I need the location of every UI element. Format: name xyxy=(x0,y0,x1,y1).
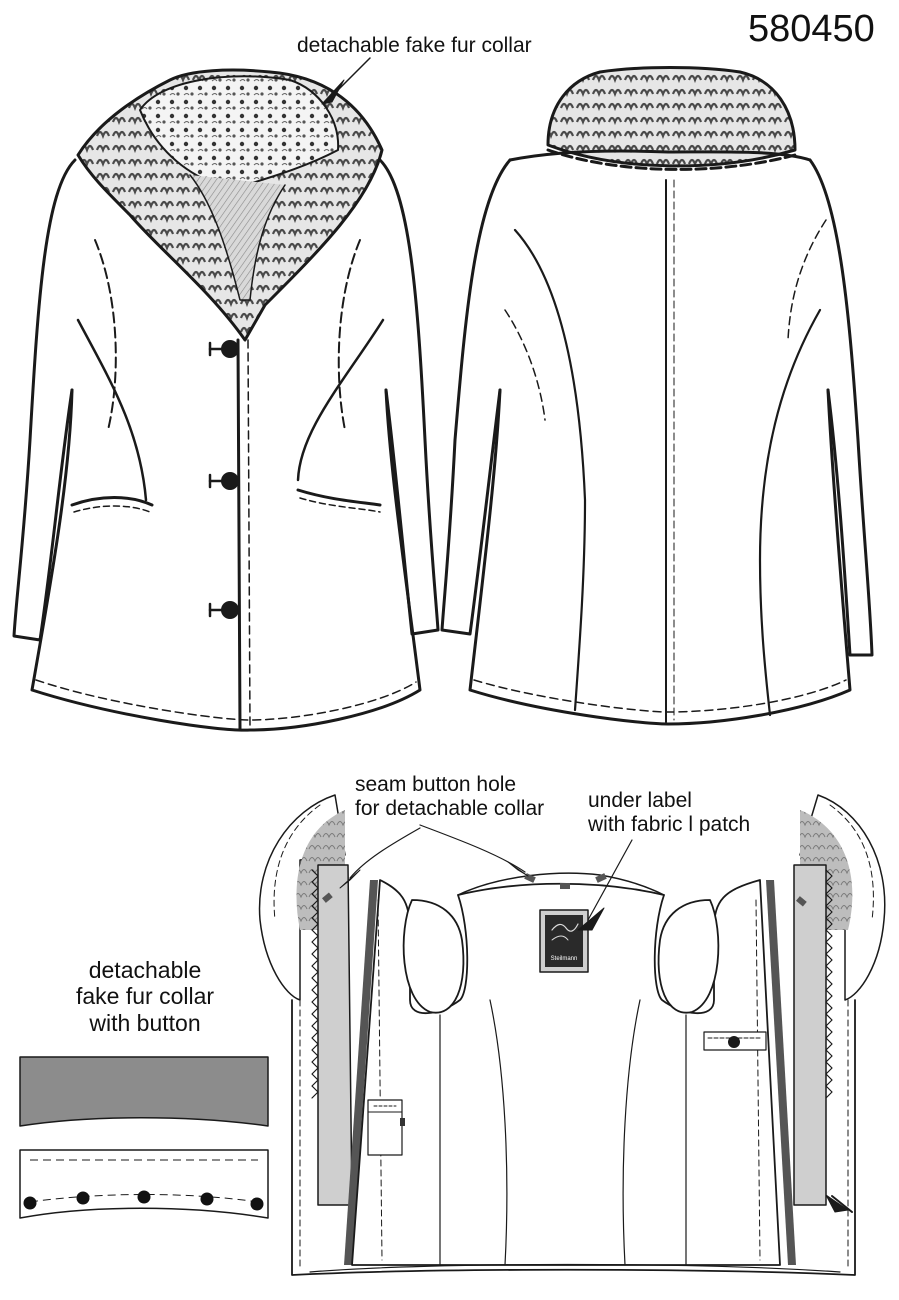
front-buttons xyxy=(208,340,239,619)
button-2 xyxy=(221,472,239,490)
article-number: 580450 xyxy=(748,8,875,50)
fur-collar-annotation: detachable fake fur collar xyxy=(297,34,532,57)
seam-hole-arrow-left xyxy=(339,869,361,889)
right-armhole xyxy=(657,899,720,1014)
seam-annotation-line-1: seam button hole xyxy=(355,773,517,796)
detachable-line-1: detachable xyxy=(88,957,202,983)
collar-pointer-arrow xyxy=(321,79,345,105)
inside-pocket-button xyxy=(728,1036,740,1048)
inside-outline xyxy=(291,999,856,1276)
button-3 xyxy=(221,601,239,619)
collar-button-3 xyxy=(137,1190,151,1204)
seam-hole-arrow-right xyxy=(507,861,529,877)
label-arrow xyxy=(577,907,605,931)
button-1 xyxy=(221,340,239,358)
under-label-annotation: under label with fabric l patch xyxy=(588,789,750,837)
under-label-patch: Steilmann xyxy=(539,909,589,973)
seam-button-hole-annotation: seam button hole for detachable collar xyxy=(355,773,544,821)
collar-piece-fur-side xyxy=(19,1056,269,1127)
detachable-collar-pieces xyxy=(19,1056,269,1219)
detachable-line-2: fake fur collar xyxy=(75,983,215,1010)
left-pocket xyxy=(70,496,154,507)
collar-button-4 xyxy=(200,1192,214,1206)
detachable-collar-annotation: detachable fake fur collar with button xyxy=(50,957,240,1036)
coat-inside-view: Steilmann xyxy=(258,794,886,1276)
seam-annotation-line-2: for detachable collar xyxy=(355,797,545,821)
brand-label-text: Steilmann xyxy=(551,956,578,962)
coat-front-view xyxy=(12,57,440,732)
under-label-line-1: under label xyxy=(588,789,692,812)
front-body-outline xyxy=(30,388,422,732)
inside-pocket-right xyxy=(703,1031,767,1051)
left-facing-panel xyxy=(317,864,353,1206)
right-pocket xyxy=(296,488,382,507)
back-body-outline xyxy=(468,388,852,726)
under-label-line-2: with fabric l patch xyxy=(588,813,751,837)
inside-pocket-left xyxy=(367,1099,405,1156)
left-armhole xyxy=(402,899,465,1014)
detachable-line-3: with button xyxy=(89,1009,201,1036)
collar-button-1 xyxy=(23,1196,37,1210)
left-sleeve xyxy=(12,158,77,642)
center-front-edge xyxy=(236,338,242,732)
collar-button-2 xyxy=(76,1191,90,1205)
right-facing-panel xyxy=(793,864,827,1206)
coat-back-view xyxy=(440,66,874,726)
back-fur-collar xyxy=(546,66,797,168)
collar-button-5 xyxy=(250,1197,264,1211)
right-sleeve xyxy=(378,158,440,636)
